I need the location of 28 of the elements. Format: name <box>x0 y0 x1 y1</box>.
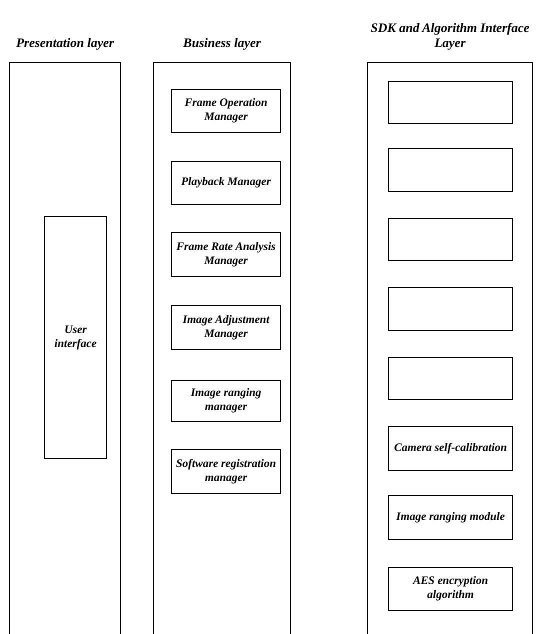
module-label: Playback Manager <box>181 176 271 190</box>
module-box <box>388 567 513 611</box>
layer-heading: Business layer <box>182 35 262 51</box>
module-box <box>44 216 107 459</box>
module-box <box>388 357 513 400</box>
module-box <box>388 426 513 471</box>
module-box <box>171 232 281 277</box>
module-label: AES encryption algorithm <box>412 575 490 603</box>
module-box <box>171 449 281 494</box>
module-label: User interface <box>53 324 98 352</box>
module-box <box>171 161 281 205</box>
module-label: Frame Operation Manager <box>184 97 268 125</box>
module-label: Image ranging module <box>396 510 505 524</box>
module-label: Frame Rate Analysis Manager <box>176 240 276 268</box>
module-box <box>388 148 513 192</box>
module-label: Image ranging manager <box>190 387 262 415</box>
module-box <box>388 81 513 124</box>
module-label: Image Adjustment Manager <box>182 314 271 342</box>
layer-heading: SDK and Algorithm Interface Layer <box>370 20 530 51</box>
module-box <box>171 89 281 133</box>
module-box <box>388 495 513 540</box>
module-label: Camera self-calibration <box>394 442 507 456</box>
module-box <box>388 218 513 261</box>
module-box <box>388 287 513 331</box>
module-label: Software registration manager <box>176 458 276 486</box>
module-box <box>171 380 281 422</box>
module-box <box>171 305 281 350</box>
layer-heading: Presentation layer <box>15 35 115 51</box>
